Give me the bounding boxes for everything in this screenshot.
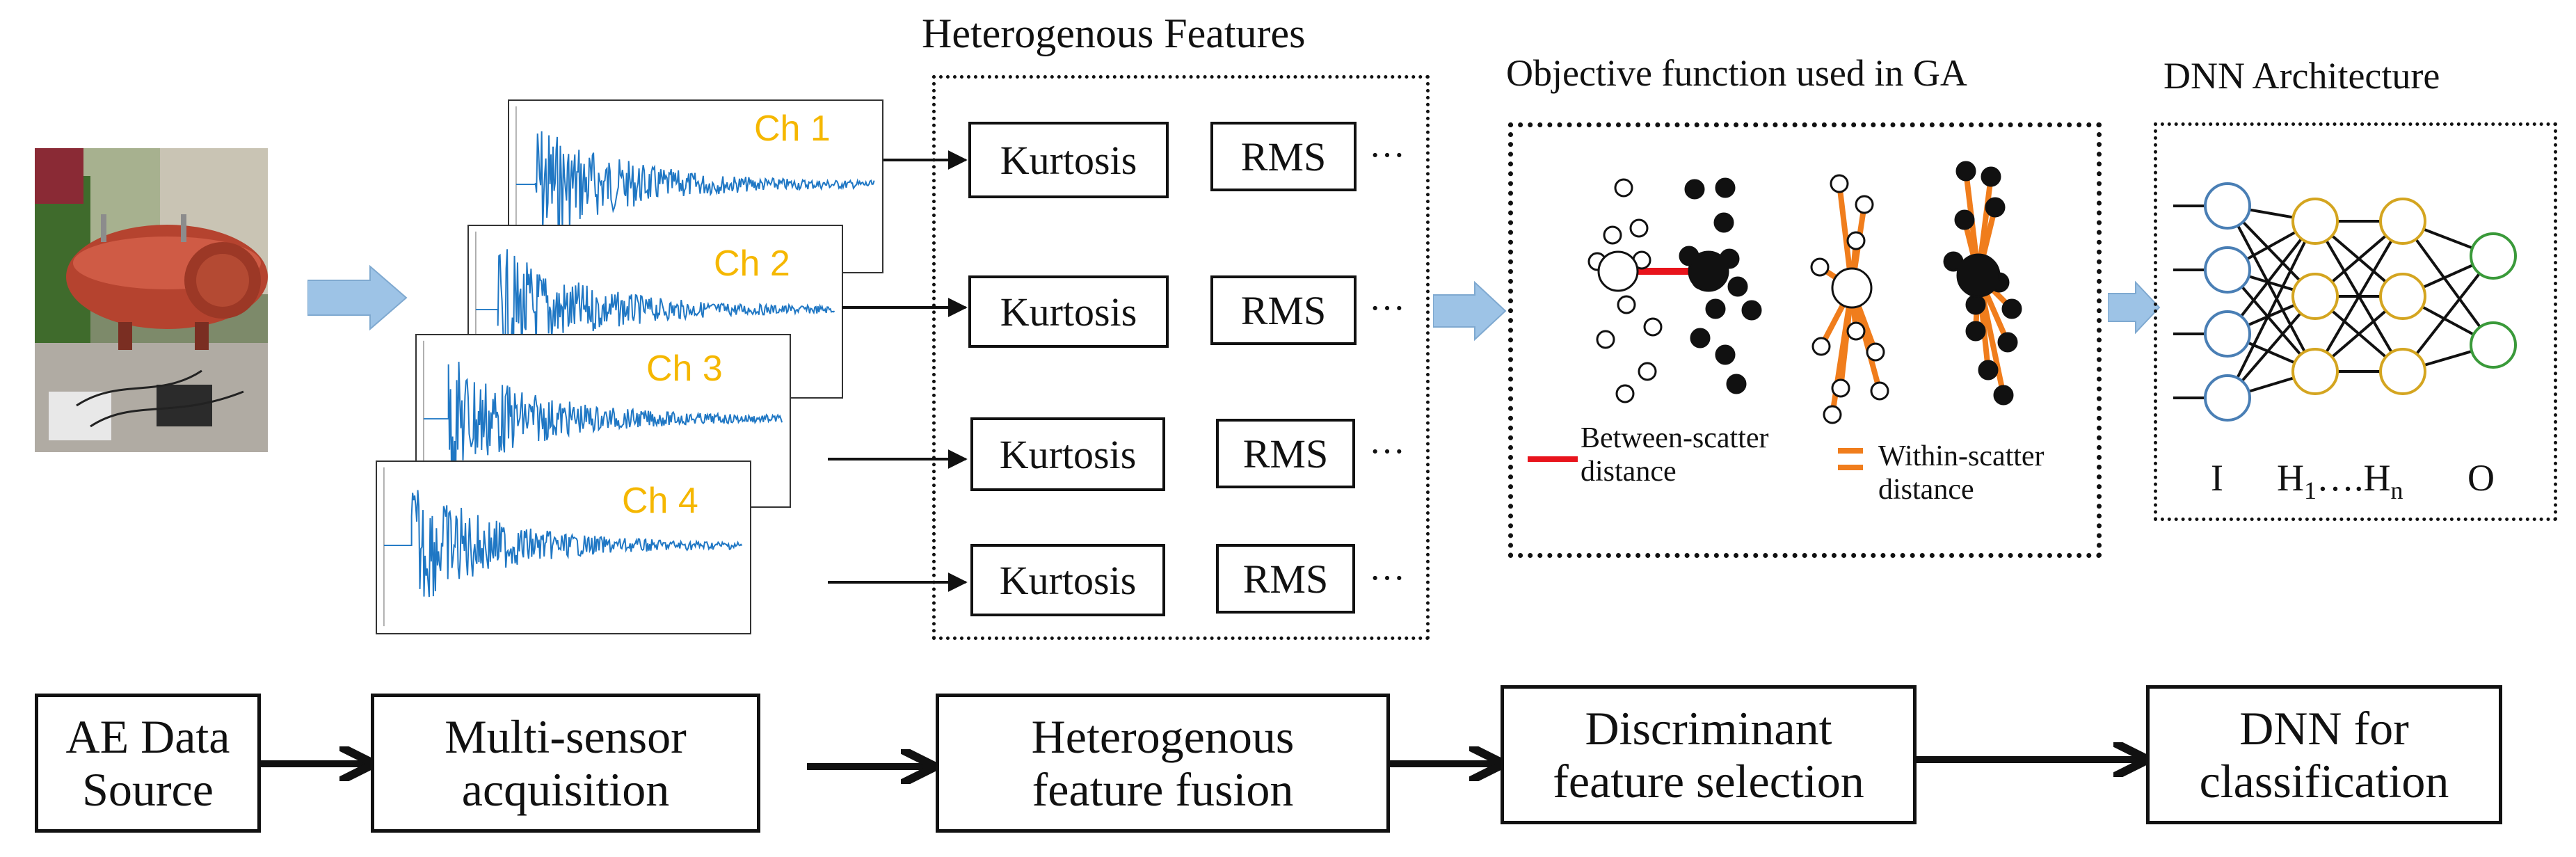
within-scatter-group <box>1810 161 2022 424</box>
between-legend-line1: Between-scatter <box>1581 422 1769 454</box>
pipeline-line1: DNN for <box>2239 701 2409 755</box>
rms-box-1: RMS <box>1210 122 1357 191</box>
objective-title: Objective function used in GA <box>1506 52 1967 94</box>
pressure-vessel-photo <box>35 148 268 452</box>
kurtosis-label: Kurtosis <box>999 557 1137 603</box>
kurtosis-box-1: Kurtosis <box>968 122 1169 198</box>
kurtosis-label: Kurtosis <box>999 431 1137 477</box>
output-neuron-2 <box>2470 321 2517 369</box>
hidden2-neuron-3 <box>2379 348 2426 395</box>
ellipsis-1: ··· <box>1369 136 1405 175</box>
input-neuron-1 <box>2204 182 2251 230</box>
rms-label: RMS <box>1240 134 1327 179</box>
rms-box-4: RMS <box>1216 544 1355 614</box>
rms-label: RMS <box>1240 287 1327 333</box>
input-layer-label: I <box>2211 457 2223 499</box>
channel-label: Ch 3 <box>646 349 723 389</box>
between-legend-line2: distance <box>1581 456 1677 488</box>
between-scatter-group <box>1587 177 1762 403</box>
hidden-last-sub: n <box>2390 476 2403 504</box>
input-neuron-2 <box>2204 246 2251 294</box>
within-legend-line2: distance <box>1878 474 1974 506</box>
kurtosis-label: Kurtosis <box>1000 289 1137 335</box>
kurtosis-box-3: Kurtosis <box>970 417 1165 491</box>
waveform-4 <box>383 467 743 627</box>
hidden-prefix-2: H <box>2363 457 2391 499</box>
pipeline-line2: feature fusion <box>1032 763 1294 816</box>
pipeline-box-multi-sensor: Multi-sensor acquisition <box>371 694 760 833</box>
hidden-prefix-1: H <box>2277 457 2304 499</box>
pipeline-line2: Source <box>82 763 214 816</box>
dnn-diagram <box>2173 182 2517 422</box>
hidden1-neuron-1 <box>2291 198 2339 245</box>
pipeline-arrows <box>261 696 2576 835</box>
ellipsis-2: ··· <box>1369 289 1405 328</box>
hidden1-neuron-2 <box>2291 273 2339 320</box>
input-neuron-4 <box>2204 374 2251 422</box>
hidden2-neuron-2 <box>2379 273 2426 320</box>
pipeline-line1: Heterogenous <box>1031 710 1295 763</box>
pipeline-line1: Multi-sensor <box>445 710 687 763</box>
channel-label: Ch 1 <box>754 109 831 149</box>
output-neuron-1 <box>2470 232 2517 280</box>
channel-label: Ch 4 <box>622 481 698 521</box>
output-layer-label: O <box>2467 457 2495 499</box>
dnn-container <box>2154 122 2557 521</box>
within-legend-label: Within-scatter distance <box>1878 440 2045 507</box>
between-legend-label: Between-scatter distance <box>1581 422 1769 489</box>
kurtosis-label: Kurtosis <box>1000 137 1137 183</box>
hidden-dots: …. <box>2317 457 2364 499</box>
objective-container <box>1508 122 2102 558</box>
features-container <box>932 75 1430 640</box>
channel-label: Ch 2 <box>714 243 790 284</box>
pipeline-box-dnn-classification: DNN for classification <box>2146 685 2502 824</box>
features-title: Heterogenous Features <box>922 10 1306 56</box>
pipeline-box-feature-selection: Discriminant feature selection <box>1501 685 1917 824</box>
ellipsis-4: ··· <box>1369 559 1405 598</box>
flow-arrow-1 <box>307 264 408 331</box>
ellipsis-3: ··· <box>1369 432 1405 472</box>
hidden2-neuron-1 <box>2379 198 2426 245</box>
pipeline-line2: classification <box>2199 755 2449 808</box>
pipeline-line1: Discriminant <box>1585 701 1832 755</box>
pipeline-line2: acquisition <box>461 763 670 816</box>
rms-box-3: RMS <box>1216 419 1355 488</box>
rms-label: RMS <box>1242 556 1329 602</box>
kurtosis-box-4: Kurtosis <box>970 544 1165 616</box>
pipeline-box-ae-data: AE Data Source <box>35 694 261 833</box>
within-legend-line1: Within-scatter <box>1878 440 2045 472</box>
flow-arrow-2 <box>1433 280 1507 342</box>
hidden-layers-label: H1….Hn <box>2277 459 2403 503</box>
rms-box-2: RMS <box>1210 275 1357 345</box>
hidden1-neuron-3 <box>2291 348 2339 395</box>
scatter-diagram <box>1528 161 2022 470</box>
hidden-first-sub: 1 <box>2304 476 2317 504</box>
rms-label: RMS <box>1242 431 1329 476</box>
channel-panel-4: Ch 4 <box>376 460 751 634</box>
input-neuron-3 <box>2204 310 2251 358</box>
kurtosis-box-2: Kurtosis <box>968 275 1169 348</box>
pipeline-box-feature-fusion: Heterogenous feature fusion <box>936 694 1390 833</box>
channel-arrows <box>828 150 968 592</box>
dnn-title: DNN Architecture <box>2163 55 2440 97</box>
flow-arrow-3 <box>2108 280 2161 335</box>
pipeline-line2: feature selection <box>1553 755 1864 808</box>
pipeline-line1: AE Data <box>65 710 230 763</box>
